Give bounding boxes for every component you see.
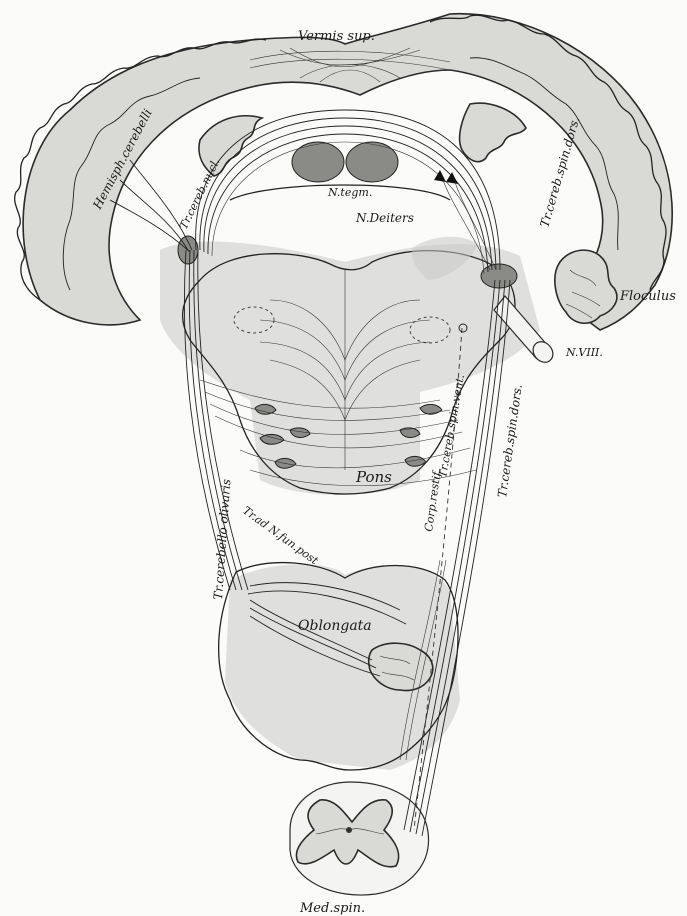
inner-folia-right: [460, 103, 526, 162]
label-tr-cereb-nucl: Tr.cereb.nucl.: [177, 156, 223, 231]
tract-nucleus-cluster: [481, 264, 517, 288]
label-flocculus: Floculus: [619, 289, 676, 304]
label-tr-cereb-spin-vent: Tr.cereb.spin.vent.: [436, 373, 467, 478]
label-tr-ad-n-fun-post: Tr.ad N.fun.post: [240, 504, 321, 568]
label-corp-restif: Corp.restif.: [422, 468, 444, 533]
label-n-deiters: N.Deiters: [355, 211, 414, 225]
label-tr-cereb-spin-dors-top: Tr.cereb.spin.dors.: [537, 115, 582, 229]
label-vermis-sup: Vermis sup.: [298, 29, 375, 44]
label-pons: Pons: [355, 468, 392, 486]
label-n-viii: N.VIII.: [565, 346, 603, 359]
label-tr-cereb-spin-dors: Tr.cereb.spin.dors.: [495, 383, 525, 498]
label-med-spin: Med.spin.: [299, 901, 365, 916]
spinal-cord: [290, 782, 429, 895]
nucleus-tegmenti-right: [346, 142, 398, 182]
label-oblongata: Oblongata: [298, 618, 372, 634]
label-n-tegm: N.tegm.: [327, 186, 372, 199]
